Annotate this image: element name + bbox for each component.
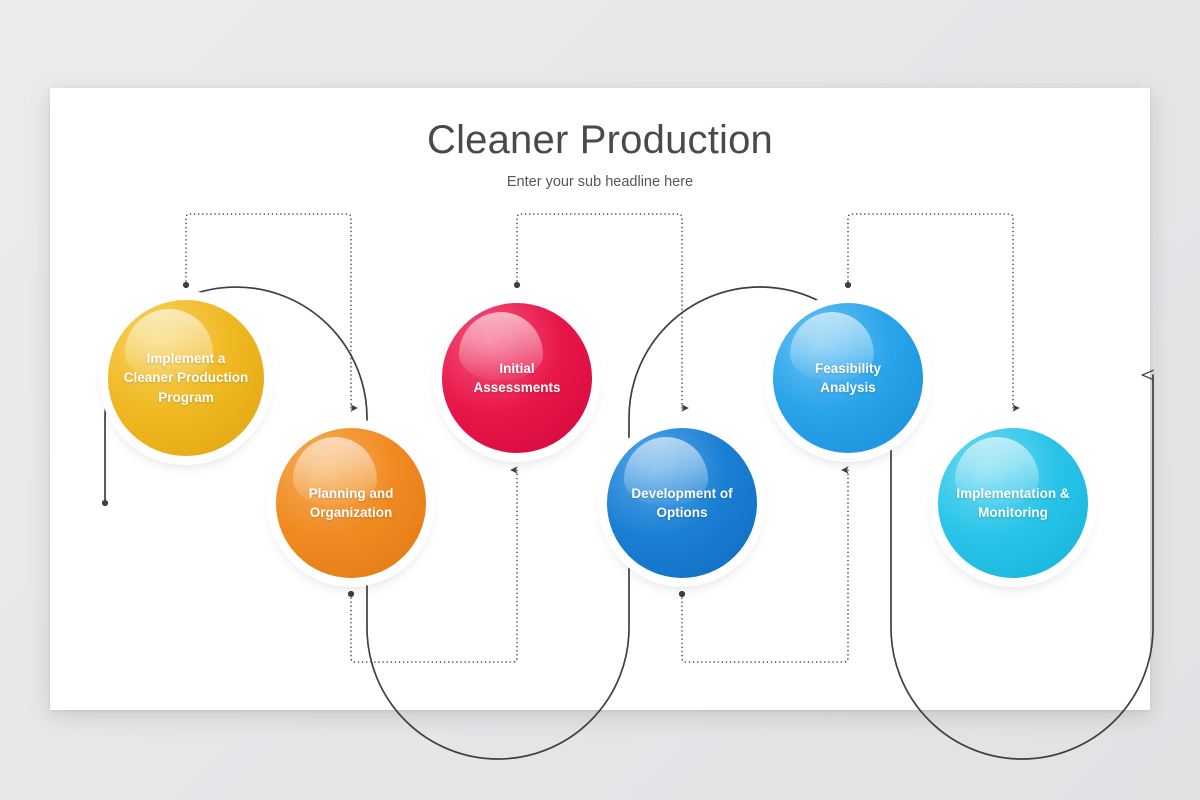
page-subtitle: Enter your sub headline here xyxy=(506,174,694,190)
slide-card: Cleaner Production Enter your sub headli… xyxy=(50,88,1150,760)
step-label-5: Feasibility Analysis xyxy=(814,360,882,395)
step-node-4[interactable]: Development of Options xyxy=(607,428,757,578)
connector-step2-step3 xyxy=(347,466,518,663)
page-title: Cleaner Production xyxy=(426,118,774,162)
connector-step5-step6 xyxy=(844,213,1020,412)
step-label-6: Implementation & Monitoring xyxy=(956,485,1070,520)
step-node-3[interactable]: Initial Assessments xyxy=(442,303,592,453)
step-node-1[interactable]: Implement a Cleaner Production Program xyxy=(108,300,264,456)
connector-step3-step4 xyxy=(513,213,689,412)
step-label-2: Planning and Organization xyxy=(308,485,394,520)
step-label-4: Development of Options xyxy=(631,485,733,520)
step-label-3: Initial Assessments xyxy=(473,360,561,395)
connector-step1-step2 xyxy=(182,213,358,412)
step-label-1: Implement a Cleaner Production Program xyxy=(123,351,249,405)
step-node-2[interactable]: Planning and Organization xyxy=(276,428,426,578)
step-node-5[interactable]: Feasibility Analysis xyxy=(773,303,923,453)
connector-step4-step5 xyxy=(678,466,849,663)
step-node-6[interactable]: Implementation & Monitoring xyxy=(938,428,1088,578)
